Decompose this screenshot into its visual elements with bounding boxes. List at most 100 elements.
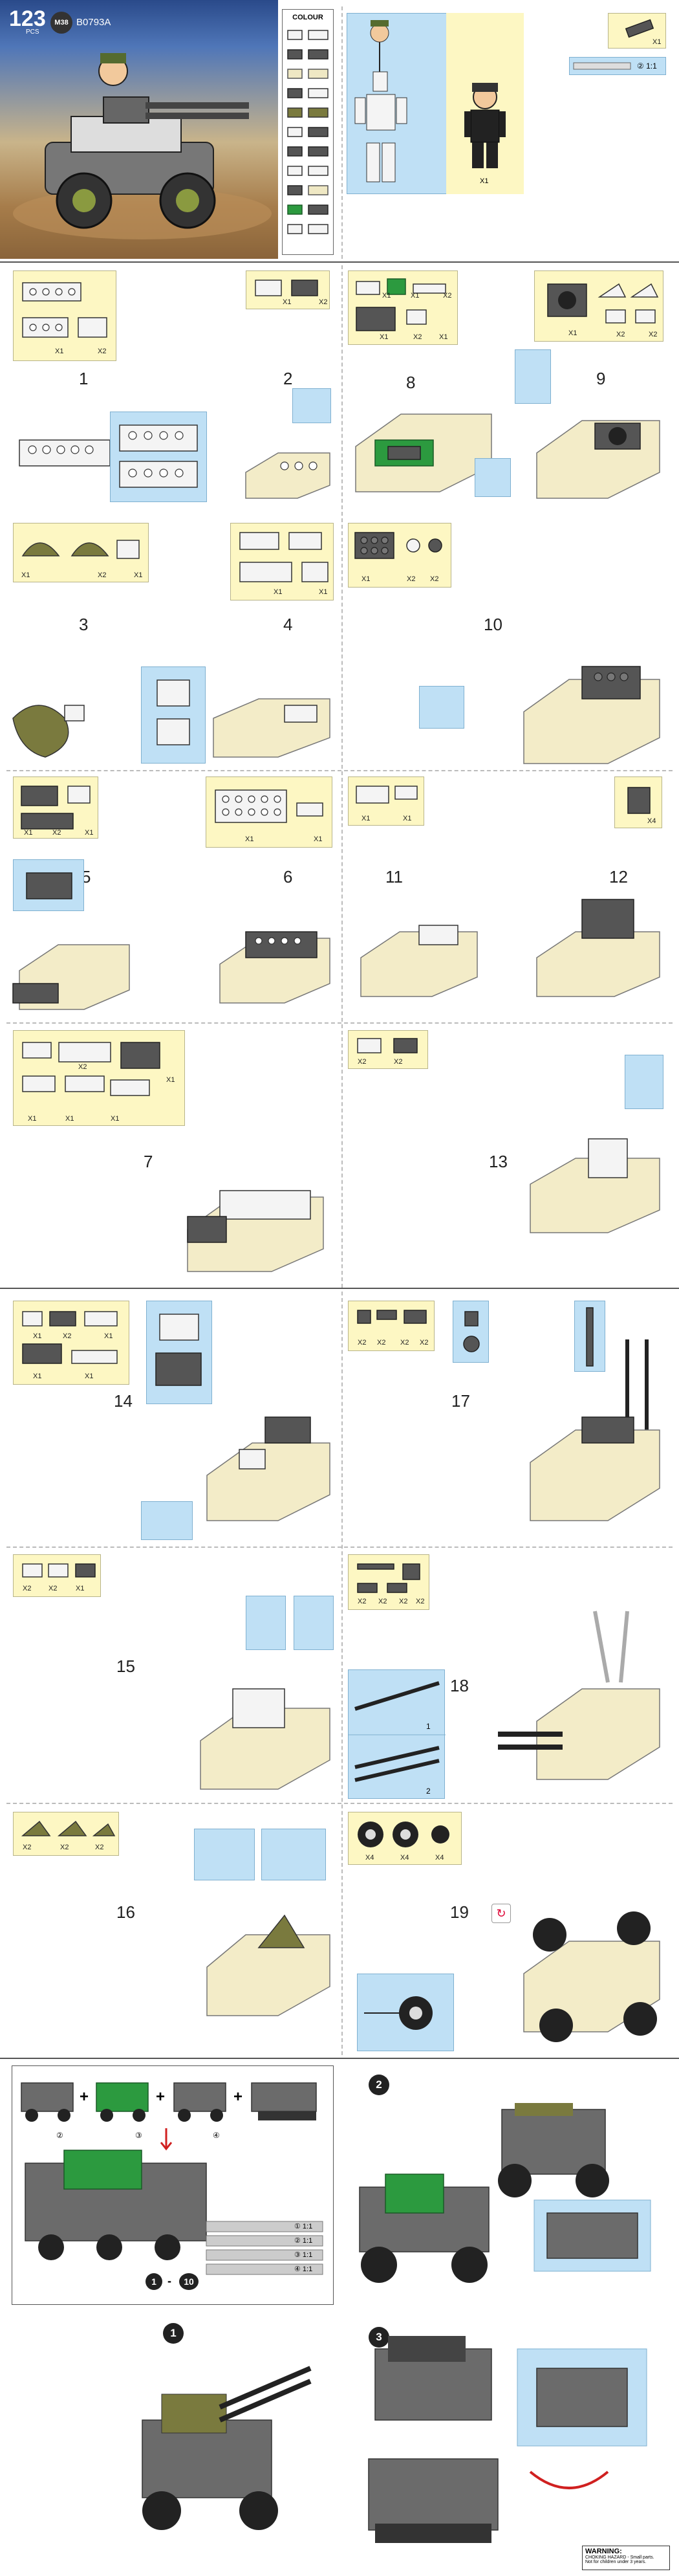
minifig-result-panel: X1 bbox=[446, 13, 524, 194]
step-11-parts: X1 X1 bbox=[348, 776, 424, 826]
step-13-assembly bbox=[530, 1138, 660, 1233]
step-16-callout-left bbox=[194, 1829, 255, 1880]
step-18-assembly bbox=[498, 1611, 660, 1780]
range-start-badge: 1 bbox=[146, 2273, 162, 2290]
model-badge: M38 bbox=[50, 12, 72, 34]
step-18-parts: X2 X2 X2 X2 bbox=[348, 1554, 429, 1610]
step-number-6: 6 bbox=[283, 867, 293, 886]
accessory-panel: X1 bbox=[608, 13, 666, 49]
substep-3-assembly bbox=[368, 2336, 647, 2543]
step-5-assembly bbox=[12, 944, 130, 1010]
step-3-parts: X1 X2 X1 bbox=[13, 523, 149, 582]
step-12-assembly bbox=[536, 899, 660, 997]
step-15-callout-right bbox=[294, 1596, 334, 1650]
step-17-assembly bbox=[530, 1339, 660, 1521]
step-16-callout-right bbox=[261, 1829, 326, 1880]
range-dash: - bbox=[167, 2274, 171, 2287]
substep-badge-2: 2 bbox=[369, 2075, 389, 2095]
set-code: B0793A bbox=[76, 17, 111, 28]
minifig-figure bbox=[464, 83, 506, 168]
step-8-assembly bbox=[355, 413, 492, 492]
step-6-assembly bbox=[219, 931, 330, 1004]
step-9-assembly bbox=[536, 420, 660, 499]
step-2-parts: X1 X2 bbox=[246, 270, 330, 309]
step-12-parts: X4 bbox=[614, 776, 662, 828]
ratio-4: ④ 1:1 bbox=[294, 2265, 313, 2273]
substep-2-assembly bbox=[359, 2103, 651, 2283]
accessory-ratio: ② 1:1 bbox=[637, 61, 657, 71]
minifig-parts-diagram bbox=[354, 20, 407, 182]
piece-count: 123 bbox=[9, 6, 46, 31]
step-16-parts: X2 X2 X2 bbox=[13, 1812, 119, 1856]
step-number-9: 9 bbox=[596, 369, 606, 388]
combine-plus-3: + bbox=[233, 2088, 243, 2106]
step-17-callout-left bbox=[453, 1301, 489, 1363]
step-17-callout-right bbox=[574, 1301, 605, 1372]
step-5-parts: X1 X2 X1 bbox=[13, 776, 98, 839]
step-3-assembly bbox=[12, 705, 85, 758]
pcs-label: PCS bbox=[26, 28, 39, 36]
step-19-assembly bbox=[523, 1911, 660, 2042]
step-13-callout bbox=[625, 1055, 663, 1109]
warning-line-2: Not for children under 3 years. bbox=[585, 2560, 647, 2564]
step-1-callout bbox=[110, 412, 207, 502]
substep-1-assembly bbox=[142, 2366, 312, 2530]
step-11-assembly bbox=[360, 925, 478, 997]
step-10-assembly bbox=[523, 666, 660, 764]
range-end-badge: 10 bbox=[179, 2273, 199, 2290]
step-number-3: 3 bbox=[79, 615, 89, 634]
step-9-callout-side bbox=[475, 458, 511, 497]
step-number-18: 18 bbox=[450, 1676, 469, 1695]
step-14-callout-top bbox=[146, 1301, 212, 1404]
step-18-sub-2: 2 bbox=[426, 1787, 431, 1796]
step-4-assembly bbox=[213, 698, 330, 758]
ratio-1: ① 1:1 bbox=[294, 2223, 313, 2230]
combine-models bbox=[21, 2082, 323, 2275]
step-10-callout bbox=[419, 686, 464, 729]
step-7-parts: X1 X1 X1 X1 X2 bbox=[13, 1030, 185, 1126]
warning-title: WARNING: bbox=[585, 2548, 622, 2555]
step-number-12: 12 bbox=[609, 867, 628, 886]
step-18-sub-1: 1 bbox=[426, 1722, 431, 1731]
combine-marker-3: ③ bbox=[135, 2131, 142, 2140]
step-14-parts: X1 X2 X1 X1 X1 bbox=[13, 1301, 129, 1385]
step-2-callout bbox=[292, 388, 331, 423]
substep-badge-3: 3 bbox=[369, 2327, 389, 2348]
step-number-11: 11 bbox=[385, 867, 403, 886]
combine-plus-1: + bbox=[80, 2088, 89, 2106]
ratio-2: ② 1:1 bbox=[294, 2237, 313, 2245]
step-15-callout-left bbox=[246, 1596, 286, 1650]
step-7-assembly bbox=[187, 1190, 324, 1272]
step-16-assembly bbox=[206, 1914, 330, 2016]
colour-swatches bbox=[287, 30, 329, 234]
combine-marker-4: ④ bbox=[213, 2131, 220, 2140]
step-14-assembly bbox=[206, 1416, 330, 1521]
step-13-parts: X2 X2 bbox=[348, 1030, 428, 1069]
step-8-parts: X1 X1 X2 X1 X2 X1 bbox=[348, 270, 458, 345]
step-9-parts: X1 X2 X2 bbox=[534, 270, 663, 342]
step-14-callout-bottom bbox=[141, 1501, 193, 1540]
step-9-callout-top bbox=[515, 349, 551, 404]
step-number-7: 7 bbox=[144, 1152, 153, 1171]
step-4-callout bbox=[141, 666, 206, 764]
accessory-qty: X1 bbox=[652, 38, 662, 46]
step-number-2: 2 bbox=[283, 369, 293, 388]
step-19-callout bbox=[357, 1974, 454, 2051]
step-number-14: 14 bbox=[114, 1391, 133, 1411]
colour-chart: COLOUR bbox=[282, 9, 334, 255]
step-4-parts: X1 X1 bbox=[230, 523, 334, 600]
warning-line-1: CHOKING HAZARD - Small parts. bbox=[585, 2555, 654, 2560]
step-6-parts: X1 X1 bbox=[206, 776, 332, 848]
cover-vehicle-illustration bbox=[13, 53, 272, 239]
step-number-8: 8 bbox=[406, 373, 416, 392]
step-18-callout: 1 2 bbox=[348, 1669, 446, 1799]
step-15-parts: X2 X2 X1 bbox=[13, 1554, 101, 1597]
step-1-parts: X1 X2 bbox=[13, 270, 116, 361]
step-number-4: 4 bbox=[283, 615, 293, 634]
substep-badge-1: 1 bbox=[163, 2323, 184, 2344]
combine-panel: + + + ② ③ ④ ① 1:1 ② 1:1 ③ 1:1 ④ 1:1 1 - … bbox=[12, 2065, 334, 2305]
accessory-ratio-panel: ② 1:1 bbox=[569, 57, 666, 75]
step-17-parts: X2 X2 X2 X2 bbox=[348, 1301, 435, 1351]
combine-plus-2: + bbox=[156, 2088, 166, 2106]
step-number-10: 10 bbox=[484, 615, 502, 634]
